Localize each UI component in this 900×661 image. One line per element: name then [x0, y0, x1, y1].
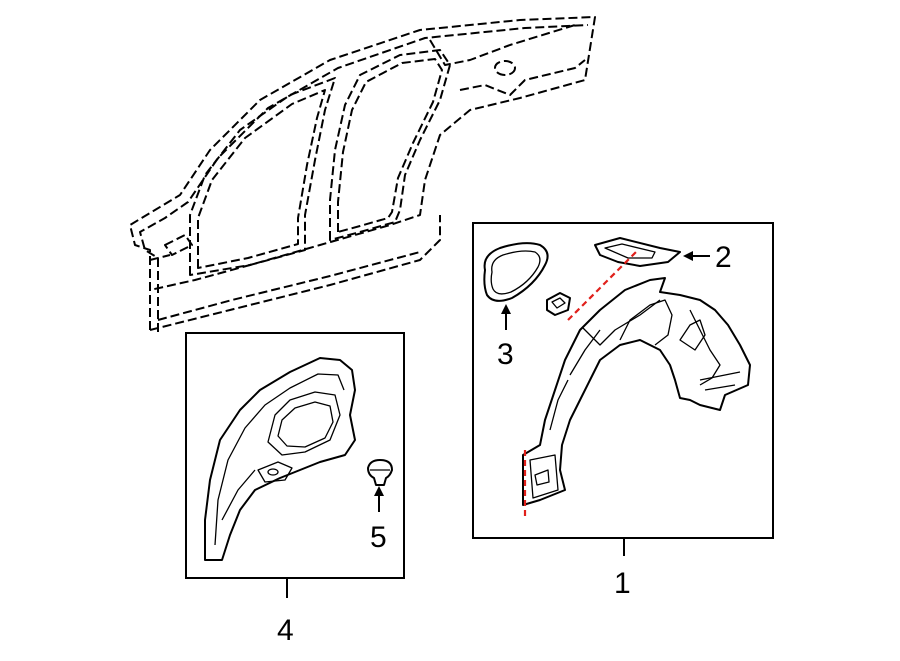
part-5-push-pin — [367, 459, 393, 486]
callout-5: 5 — [370, 521, 387, 554]
part-3-seal — [483, 242, 549, 302]
clip-part — [546, 292, 571, 316]
cut-lines — [523, 249, 639, 520]
box-4-frame — [185, 332, 405, 579]
callout-3: 3 — [497, 338, 514, 371]
callout-1: 1 — [614, 567, 631, 600]
callout-4: 4 — [277, 614, 294, 647]
body-side-frame-outline — [129, 16, 596, 332]
leader-lines — [286, 251, 710, 598]
callout-2: 2 — [715, 241, 732, 274]
part-2-bracket — [594, 237, 681, 267]
part-1-wheelhouse — [522, 277, 751, 506]
part-4-liner — [204, 357, 356, 561]
